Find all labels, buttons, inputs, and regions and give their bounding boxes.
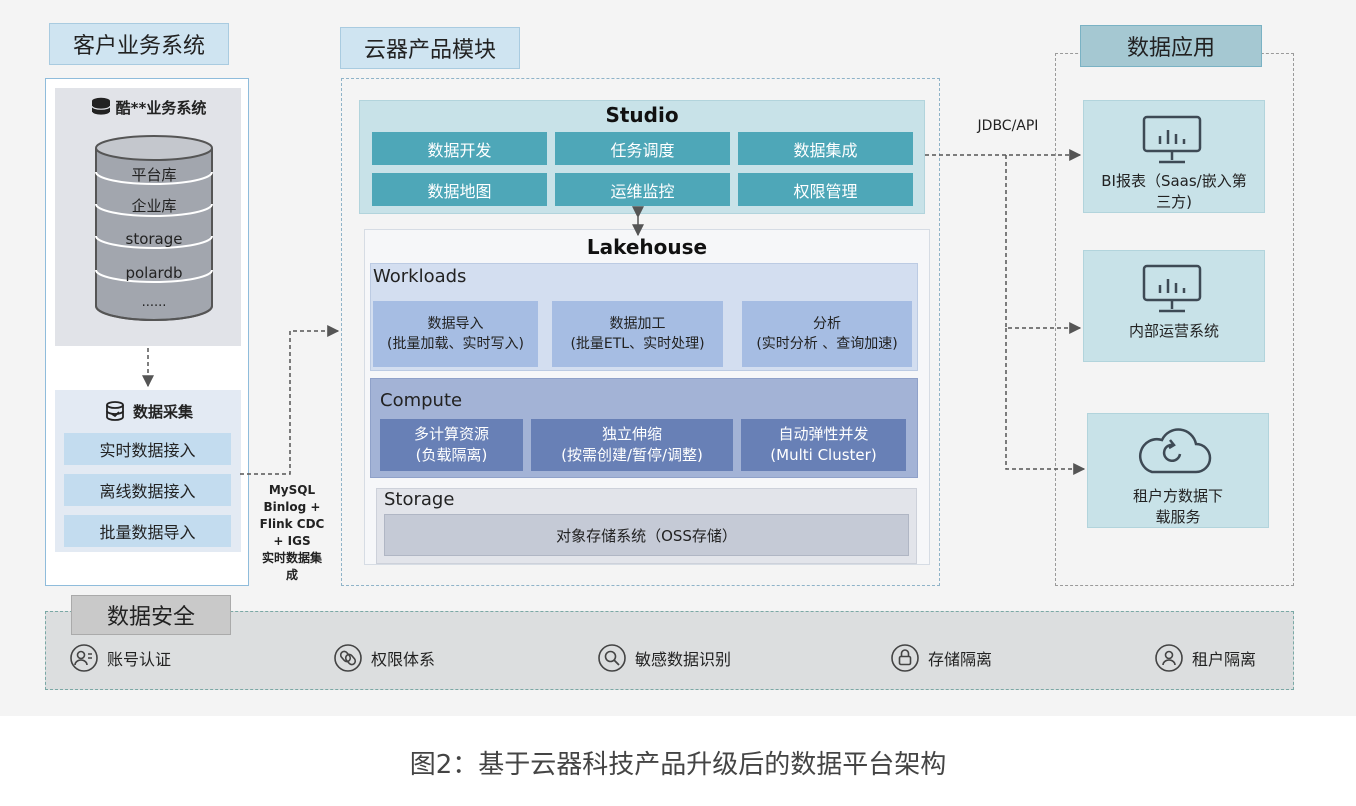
data-security-title: 数据安全 — [71, 595, 231, 635]
workload-item-process: 数据加工 (批量ETL、实时处理) — [552, 301, 723, 367]
app-internal-label: 内部运营系统 — [1128, 322, 1219, 340]
studio-title: Studio — [605, 103, 679, 127]
data-collection-header: 数据采集 — [55, 396, 241, 426]
app-bi-label: BI报表（Saas/嵌入第 三方) — [1101, 172, 1247, 211]
collect-item-offline: 离线数据接入 — [64, 474, 231, 506]
db-item-storage: storage — [125, 230, 183, 248]
storage-title: Storage — [384, 489, 455, 510]
security-item-account: 账号认证 — [69, 644, 171, 672]
database-cylinder — [95, 135, 213, 321]
monitor-chart-icon — [1142, 115, 1202, 164]
jdbc-api-label: JDBC/API — [977, 118, 1039, 134]
monitor-chart-icon — [1142, 264, 1202, 313]
collect-item-batch: 批量数据导入 — [64, 515, 231, 547]
studio-item-permission: 权限管理 — [738, 173, 913, 206]
data-collection-label: 数据采集 — [132, 402, 193, 421]
app-tenant-download — [1087, 413, 1269, 528]
db-item-platform: 平台库 — [131, 165, 177, 184]
studio-item-map: 数据地图 — [372, 173, 547, 206]
studio-item-dev: 数据开发 — [372, 132, 547, 165]
data-security-panel — [45, 611, 1294, 690]
figure-caption: 图2：基于云器科技产品升级后的数据平台架构 — [409, 749, 947, 780]
customer-system-title: 客户业务系统 — [49, 23, 229, 65]
db-item-enterprise: 企业库 — [131, 196, 177, 215]
security-item-sensitive: 敏感数据识别 — [597, 644, 731, 672]
product-module-title: 云器产品模块 — [340, 27, 520, 69]
user-icon — [1155, 644, 1183, 672]
cloud-download-icon — [1139, 428, 1212, 474]
account-icon — [70, 644, 98, 672]
business-system-name: 酷**业务系统 — [115, 98, 207, 117]
arrow-collection-to-product — [240, 325, 340, 475]
db-item-more: ...... — [141, 294, 167, 310]
compute-title: Compute — [380, 390, 463, 411]
db-item-polardb: polardb — [125, 264, 183, 282]
workload-item-analysis: 分析 (实时分析 、查询加速) — [742, 301, 912, 367]
workloads-title: Workloads — [373, 266, 467, 287]
collect-item-realtime: 实时数据接入 — [64, 433, 231, 465]
security-item-permission: 权限体系 — [333, 644, 435, 672]
lock-icon — [891, 644, 919, 672]
connector-arrows — [142, 149, 1086, 475]
studio-item-ops: 运维监控 — [555, 173, 730, 206]
data-application-title: 数据应用 — [1080, 25, 1262, 67]
integration-label: MySQL Binlog + Flink CDC + IGS 实时数据集 成 — [259, 483, 325, 582]
storage-item-oss: 对象存储系统（OSS存储） — [384, 514, 909, 556]
security-item-tenant: 租户隔离 — [1154, 644, 1256, 672]
lakehouse-title: Lakehouse — [586, 235, 708, 259]
arrow-to-internal-ops — [1005, 155, 1082, 334]
app-bi-report — [1083, 100, 1265, 213]
workload-item-import: 数据导入 (批量加载、实时写入) — [373, 301, 538, 367]
app-internal-ops — [1083, 250, 1265, 362]
database-icon — [91, 97, 111, 116]
data-collection-icon — [106, 401, 124, 421]
compute-item-elastic: 自动弹性并发 (Multi Cluster) — [741, 419, 906, 471]
business-system-header: 酷**业务系统 — [55, 94, 241, 120]
compute-item-scale: 独立伸缩 (按需创建/暂停/调整) — [531, 419, 733, 471]
security-item-storage: 存储隔离 — [890, 644, 992, 672]
compute-item-multi: 多计算资源 (负载隔离) — [380, 419, 523, 471]
app-tenant-label: 租户方数据下 载服务 — [1132, 487, 1223, 526]
arrow-to-tenant — [1005, 328, 1086, 475]
permission-icon — [334, 644, 362, 672]
studio-item-integration: 数据集成 — [738, 132, 913, 165]
studio-item-schedule: 任务调度 — [555, 132, 730, 165]
magnifier-icon — [598, 644, 626, 672]
